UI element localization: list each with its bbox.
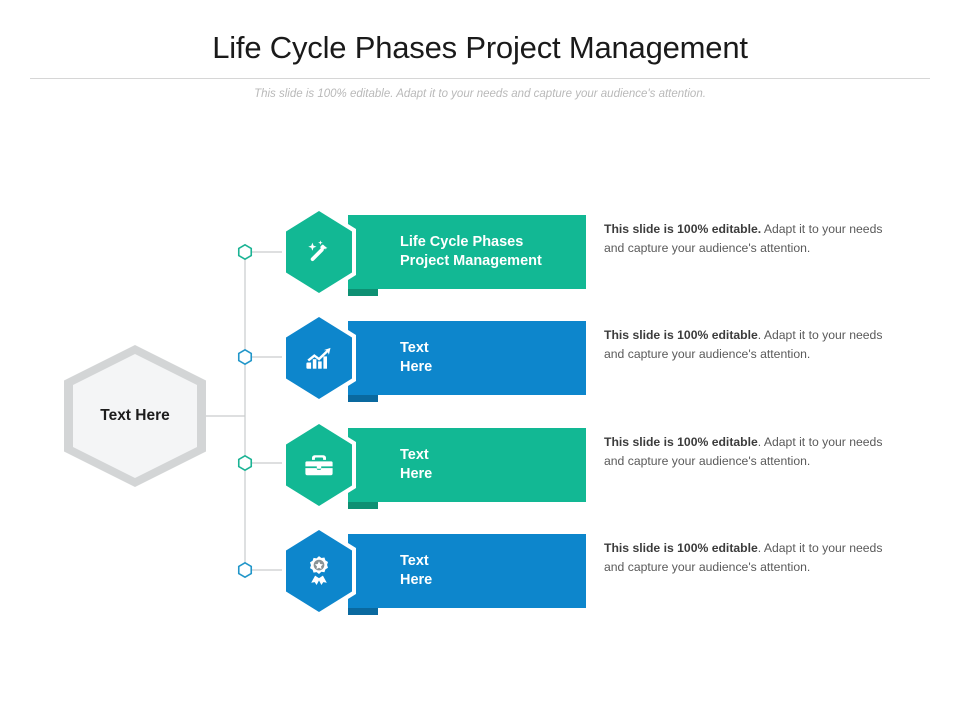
phase-description-rest: . Adapt it to your needs and capture you…	[604, 435, 883, 468]
phase-description-rest: . Adapt it to your needs and capture you…	[604, 328, 883, 361]
page-title: Life Cycle Phases Project Management	[212, 30, 748, 65]
phase-icon-hexagon[interactable]	[280, 525, 358, 617]
phase-description-rest: Adapt it to your needs and capture your …	[604, 222, 883, 255]
phase-icon-hexagon[interactable]	[280, 419, 358, 511]
title-divider	[30, 78, 930, 79]
phase-row: Text Here This slide is 100% editable. A…	[280, 312, 900, 404]
phase-bar[interactable]: Text Here	[348, 428, 586, 502]
phase-description: This slide is 100% editable. Adapt it to…	[604, 433, 904, 471]
phase-description-bold: This slide is 100% editable	[604, 435, 758, 449]
connector-node-marker	[237, 348, 253, 366]
connector-node-marker	[237, 454, 253, 472]
phase-description-bold: This slide is 100% editable	[604, 328, 758, 342]
page-subtitle: This slide is 100% editable. Adapt it to…	[254, 88, 706, 100]
phase-row: Life Cycle Phases Project Management Thi…	[280, 206, 900, 298]
connector-node-marker	[237, 243, 253, 261]
phase-description: This slide is 100% editable. Adapt it to…	[604, 539, 904, 577]
growth-chart-icon	[286, 317, 352, 399]
main-node-hexagon[interactable]: Text Here	[64, 345, 206, 487]
phase-row: Text Here This slide is 100% editable. A…	[280, 419, 900, 511]
phase-description: This slide is 100% editable. Adapt it to…	[604, 220, 904, 258]
phase-description-rest: . Adapt it to your needs and capture you…	[604, 541, 883, 574]
phase-bar-label: Text Here	[400, 447, 433, 482]
main-node-label: Text Here	[100, 407, 170, 424]
phase-bar[interactable]: Life Cycle Phases Project Management	[348, 215, 586, 289]
connector-node-marker	[237, 561, 253, 579]
phase-icon-hexagon[interactable]	[280, 312, 358, 404]
briefcase-icon	[286, 424, 352, 506]
phase-bar-label: Text Here	[400, 553, 433, 588]
phase-description-bold: This slide is 100% editable.	[604, 222, 762, 236]
phase-description-bold: This slide is 100% editable	[604, 541, 758, 555]
phase-description: This slide is 100% editable. Adapt it to…	[604, 326, 904, 364]
phase-icon-hexagon[interactable]	[280, 206, 358, 298]
phase-bar[interactable]: Text Here	[348, 321, 586, 395]
magic-wand-icon	[286, 211, 352, 293]
phase-bar-label: Text Here	[400, 340, 433, 375]
phase-row: Text Here This slide is 100% editable. A…	[280, 525, 900, 617]
phase-bar-label: Life Cycle Phases Project Management	[400, 234, 542, 269]
phase-bar[interactable]: Text Here	[348, 534, 586, 608]
award-ribbon-icon	[286, 530, 352, 612]
